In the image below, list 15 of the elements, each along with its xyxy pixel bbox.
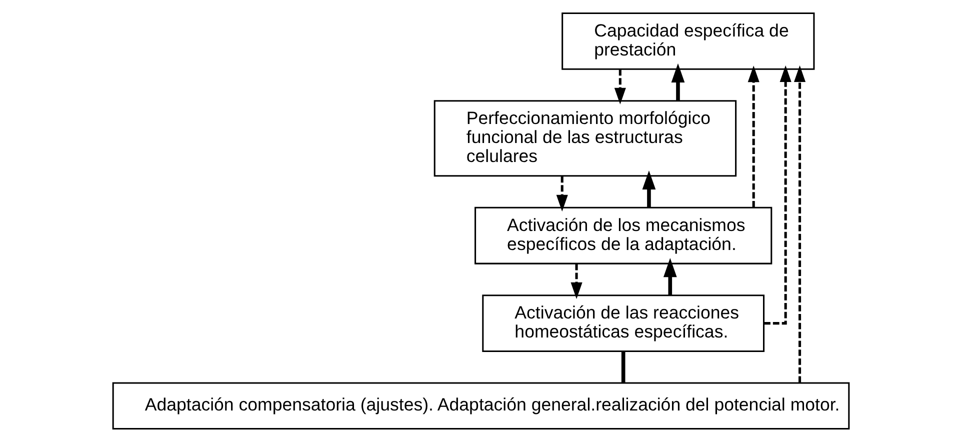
- arrow: [748, 66, 760, 208]
- arrow: [642, 170, 656, 208]
- node-box: Perfeccionamiento morfológico funcional de las estructuras celulares: [434, 100, 737, 177]
- node-box: Activación de los mecanismos específicos de la adaptación.: [474, 206, 772, 264]
- node-box: Adaptación compensatoria (ajustes). Adaptación general.realización del potencial motor.: [112, 382, 850, 430]
- connector: [621, 351, 626, 383]
- arrow: [794, 65, 806, 383]
- arrow: [556, 176, 568, 212]
- node-box: Activación de las reacciones homeostáticas específicas.: [482, 294, 765, 352]
- arrow: [764, 65, 792, 325]
- arrow: [614, 69, 626, 104]
- node-box: Capacidad específica de prestación: [562, 12, 815, 70]
- arrow: [671, 63, 685, 101]
- arrow: [570, 264, 582, 299]
- arrow: [663, 258, 677, 296]
